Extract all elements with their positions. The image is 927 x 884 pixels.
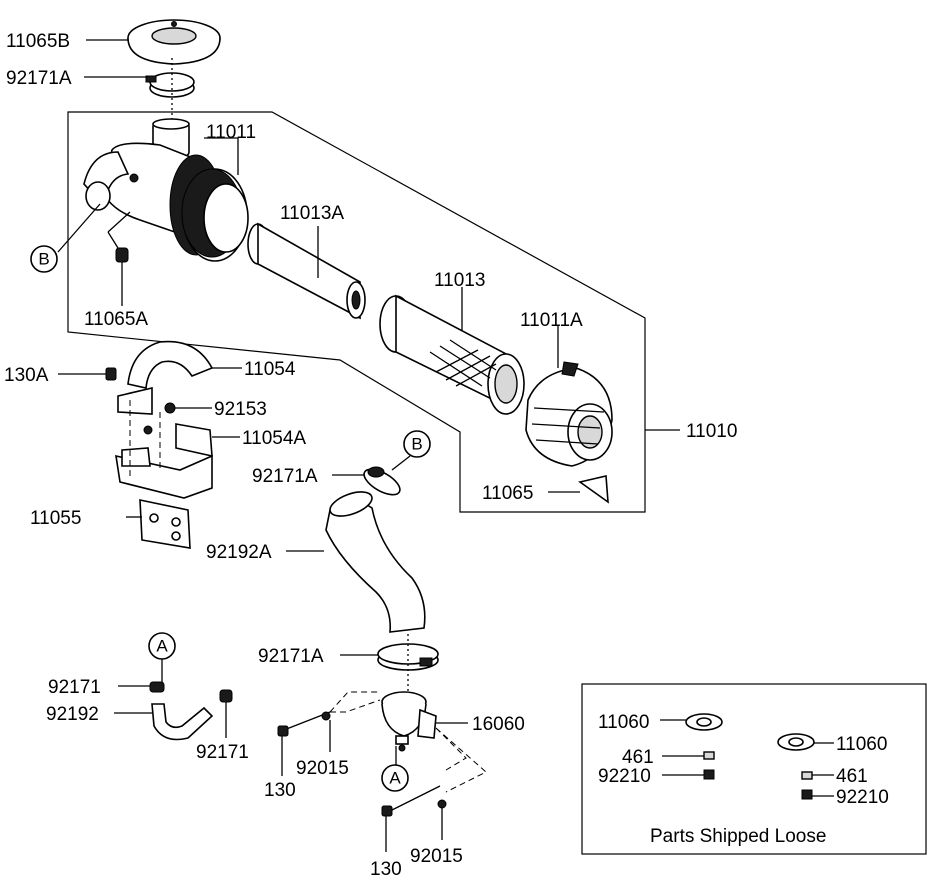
part-92210-nut-b bbox=[801, 789, 813, 800]
callout-92171A-low: 92171A bbox=[258, 646, 324, 667]
part-92192-hose-small bbox=[151, 703, 214, 741]
callout-16060: 16060 bbox=[472, 714, 525, 735]
callout-11054A: 11054A bbox=[242, 428, 306, 449]
ref-label-A-low: A bbox=[389, 769, 401, 788]
loose-callout-92210-a: 92210 bbox=[598, 766, 651, 787]
callout-11011A: 11011A bbox=[520, 310, 583, 331]
callout-92171-left: 92171 bbox=[48, 677, 101, 698]
callout-92192A: 92192A bbox=[206, 542, 272, 563]
callout-92015-a: 92015 bbox=[296, 758, 349, 779]
part-92210-nut-a bbox=[703, 769, 715, 780]
ref-circle-B-mid bbox=[403, 430, 431, 458]
part-92015-nut-b bbox=[437, 799, 447, 809]
part-11065A-valve bbox=[107, 211, 131, 263]
callout-130A: 130A bbox=[4, 365, 49, 386]
callout-11013A: 11013A bbox=[280, 203, 344, 224]
parts-shipped-loose-box bbox=[581, 683, 927, 855]
callout-11054: 11054 bbox=[244, 359, 296, 380]
callout-92171A-top: 92171A bbox=[6, 68, 72, 89]
callout-11013: 11013 bbox=[434, 270, 485, 291]
callout-92171-right: 92171 bbox=[196, 742, 249, 763]
ref-circle-B-left bbox=[30, 245, 58, 273]
callout-11055: 11055 bbox=[30, 508, 81, 529]
callout-92171A-mid: 92171A bbox=[252, 466, 318, 487]
air-cleaner-assembly-outline bbox=[67, 111, 646, 513]
part-11054-bracket bbox=[117, 340, 214, 415]
part-11055-plate bbox=[139, 499, 191, 549]
part-130-bolt-b bbox=[381, 785, 441, 817]
parts-shipped-loose-title: Parts Shipped Loose bbox=[650, 826, 826, 847]
callout-92153: 92153 bbox=[214, 399, 267, 420]
part-11011A-cover bbox=[525, 361, 613, 467]
part-92015-nut-a bbox=[321, 711, 331, 721]
callout-11065A: 11065A bbox=[84, 309, 148, 330]
part-461-washer-a bbox=[703, 751, 715, 760]
loose-callout-92210-b: 92210 bbox=[836, 787, 889, 808]
part-11060-gasket-b bbox=[777, 733, 815, 751]
ref-circle-A-low bbox=[381, 764, 409, 792]
part-11065B-cap bbox=[127, 19, 221, 65]
callout-130-a: 130 bbox=[264, 780, 296, 801]
callout-92015-b: 92015 bbox=[410, 846, 463, 867]
callout-11011: 11011 bbox=[206, 122, 256, 143]
callout-11065: 11065 bbox=[482, 483, 533, 504]
part-92192A-hose bbox=[325, 491, 426, 633]
part-92171A-clamp-mid bbox=[363, 466, 401, 496]
part-461-washer-b bbox=[801, 771, 813, 780]
part-92171-clamp-right bbox=[219, 689, 233, 703]
part-92171A-clamp-low bbox=[377, 643, 439, 671]
part-11065-dust-valve bbox=[578, 475, 609, 504]
part-92171A-clamp-top bbox=[145, 72, 195, 98]
callout-11065B: 11065B bbox=[6, 31, 70, 52]
part-92153-nut bbox=[164, 402, 176, 414]
part-11060-gasket-a bbox=[685, 713, 723, 731]
ref-label-A-left: A bbox=[156, 637, 168, 656]
part-11011-cleaner-body bbox=[83, 118, 249, 262]
loose-callout-461-a: 461 bbox=[622, 747, 654, 768]
part-11054A-bracket bbox=[115, 423, 213, 499]
part-92171-clamp-left bbox=[149, 681, 165, 693]
part-16060-prefilter-bowl bbox=[381, 691, 437, 752]
part-11013A-inner-element bbox=[247, 222, 366, 320]
ref-label-B-mid: B bbox=[411, 435, 422, 454]
part-11013-outer-element bbox=[379, 294, 525, 415]
loose-callout-11060-a: 11060 bbox=[598, 712, 649, 733]
callout-130-b: 130 bbox=[370, 859, 402, 880]
callout-11010: 11010 bbox=[686, 421, 737, 442]
part-130A-bolt bbox=[105, 367, 117, 381]
loose-callout-11060-b: 11060 bbox=[836, 734, 887, 755]
loose-callout-461-b: 461 bbox=[836, 766, 868, 787]
callout-92192: 92192 bbox=[46, 704, 99, 725]
ref-label-B-left: B bbox=[38, 250, 49, 269]
